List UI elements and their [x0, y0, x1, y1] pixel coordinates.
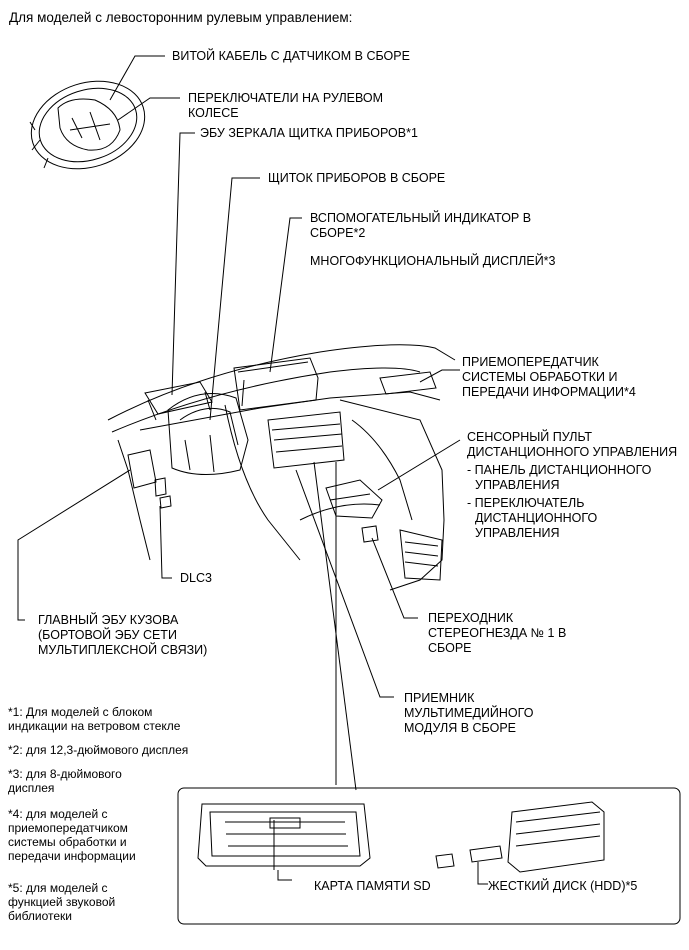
steering-wheel-illustration	[29, 80, 146, 170]
label-spiral-cable: ВИТОЙ КАБЕЛЬ С ДАТЧИКОМ В СБОРЕ	[172, 49, 410, 63]
head-unit-illustration	[197, 803, 371, 881]
dashboard-illustration	[107, 344, 456, 591]
label-dlc3: DLC3	[180, 571, 212, 585]
label-multi-display: МНОГОФУНКЦИОНАЛЬНЫЙ ДИСПЛЕЙ*3	[310, 254, 556, 268]
label-combination-meter: ЩИТОК ПРИБОРОВ В СБОРЕ	[268, 171, 446, 185]
inset-box	[177, 787, 681, 925]
footnote-2: *2: для 12,3-дюймового дисплея	[8, 743, 189, 757]
label-mirror-ecu: ЭБУ ЗЕРКАЛА ЩИТКА ПРИБОРОВ*1	[200, 126, 418, 140]
receiver-hdd-illustration	[435, 801, 605, 885]
page-title: Для моделей с левосторонним рулевым упра…	[9, 10, 353, 25]
label-sd-card: КАРТА ПАМЯТИ SD	[314, 879, 431, 893]
label-hdd: ЖЕСТКИЙ ДИСК (HDD)*5	[488, 879, 638, 893]
